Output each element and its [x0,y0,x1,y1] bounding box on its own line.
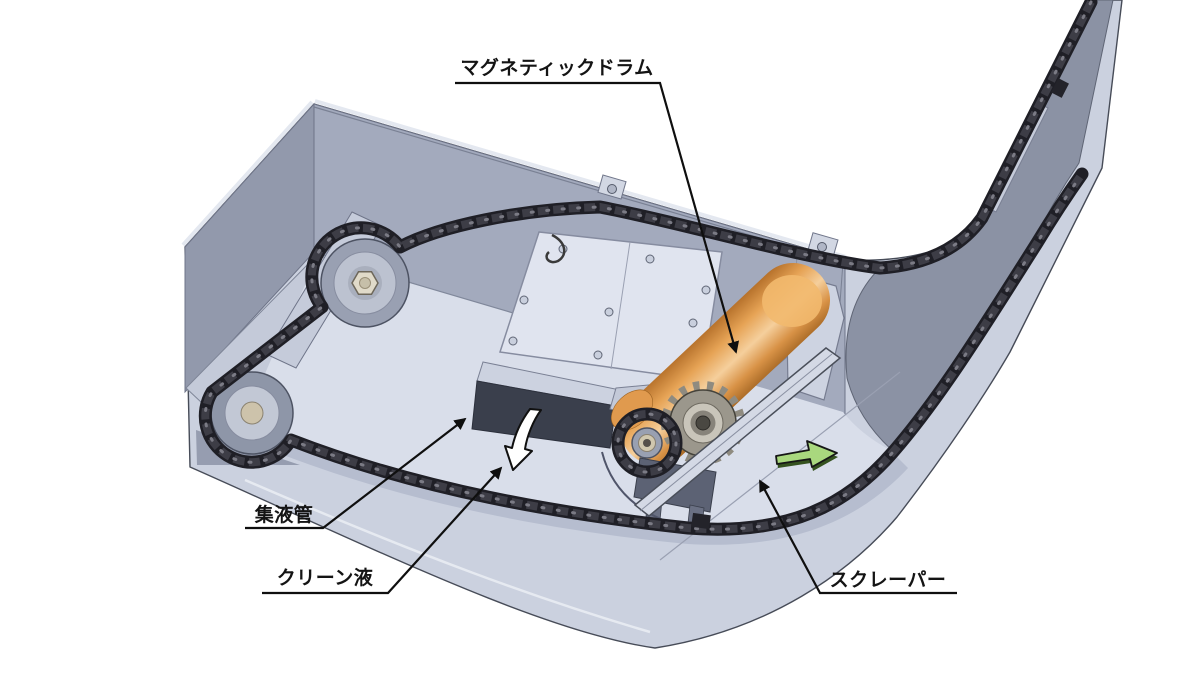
callout-clean-liquid-leader [262,466,503,595]
tab-screw-icon [817,242,827,252]
idler-pulley-lower [210,371,294,455]
cover-plate-seam [610,241,631,370]
chain-coupling-sprocket [611,407,683,479]
callout-scraper-leader [759,479,957,595]
callout-magnetic-drum-leader [455,81,740,354]
front-wall-face [286,442,908,545]
idler-pulley-upper [320,238,410,328]
clean-liquid-flow-arrow-icon [504,408,542,471]
tab-screw-icon [607,184,617,194]
cover-plate-screws [508,244,711,372]
callout-collection-pipe-leader [245,417,467,530]
wall-top-flange [314,99,847,259]
chain-attachment-clip [1051,78,1069,98]
chain-attachment-clip [691,512,711,530]
label-liquid-collection-pipe: 集液管 [254,505,314,526]
scraper-bar-edge [639,353,833,512]
callout-leaders [245,81,957,595]
left-wall-flange [181,100,314,247]
conveyor-direction-arrow-icon [775,440,838,471]
left-wall-panel [184,102,315,394]
chain-guide-hook [545,233,566,264]
label-clean-liquid: クリーン液 [276,568,374,589]
collection-pipe-opening [471,380,617,449]
label-magnetic-drum: マグネティックドラム [460,58,654,79]
drum-end-cap [762,275,822,327]
label-scraper: スクレーパー [829,570,947,591]
front-rim-highlight [244,478,651,634]
